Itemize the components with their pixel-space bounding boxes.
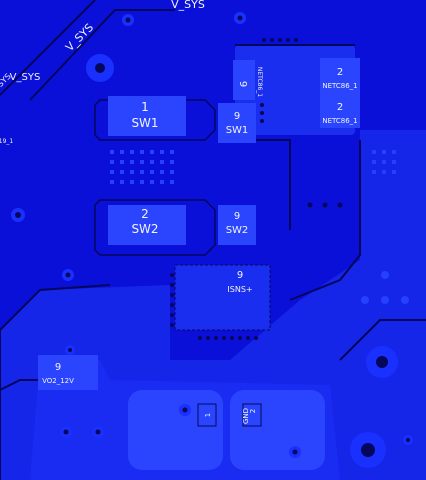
isns-label: ISNS+ bbox=[227, 285, 252, 294]
via-large-3-hole bbox=[361, 443, 375, 457]
trace-outline-left bbox=[0, 284, 111, 480]
netc86-vertical-label: NETC86_1 bbox=[256, 67, 263, 97]
vo2-number: 9 bbox=[55, 362, 61, 373]
sw1-pad-name: SW1 bbox=[131, 116, 158, 130]
via-left-2-hole bbox=[65, 272, 71, 278]
sw1-pad-number: 1 bbox=[141, 100, 149, 114]
via-bottom-4-hole bbox=[292, 449, 298, 455]
via-bottom-3-hole bbox=[182, 407, 188, 413]
isns-copper bbox=[174, 264, 271, 331]
netc86-a-number: 2 bbox=[337, 67, 343, 78]
sw1-right-name: SW1 bbox=[226, 125, 249, 136]
via-top-1-hole bbox=[125, 17, 131, 23]
connector-pad-1 bbox=[128, 390, 223, 470]
vo2-pad bbox=[38, 355, 98, 390]
trace-sw-link bbox=[255, 139, 291, 230]
via-large-2-hole bbox=[376, 356, 388, 368]
trace-netc86-down bbox=[289, 140, 361, 301]
netc86-right-pads bbox=[320, 58, 360, 128]
via-large-1-hole bbox=[95, 63, 105, 73]
connector-1-box bbox=[197, 403, 217, 427]
connector-gnd-label: GND bbox=[242, 408, 250, 424]
via-field-right bbox=[361, 150, 409, 304]
trace-left-lower bbox=[0, 379, 40, 391]
connector-pad-2 bbox=[230, 390, 325, 470]
via-field-center bbox=[110, 150, 174, 184]
sw2-pad-name: SW2 bbox=[131, 222, 158, 236]
sw2-pad bbox=[108, 205, 186, 245]
sw2-pad-number: 2 bbox=[141, 207, 149, 221]
via-left-1-hole bbox=[15, 212, 21, 218]
trace-right bbox=[339, 319, 426, 361]
netc86-b-label: NETC86_1 bbox=[322, 117, 357, 125]
via-bottom-1-hole bbox=[63, 429, 69, 435]
vo2-label: VO2_12V bbox=[42, 377, 74, 385]
sw2-right-name: SW2 bbox=[226, 225, 249, 236]
connector-1-number: 1 bbox=[204, 413, 212, 417]
board-edge-diagonal bbox=[0, 0, 96, 96]
via-bottom-2-hole bbox=[95, 429, 101, 435]
sw1-pad bbox=[108, 96, 186, 136]
sw2-right-number: 9 bbox=[234, 211, 240, 222]
sw1-right-pad bbox=[218, 103, 256, 143]
netc86-b-number: 2 bbox=[337, 102, 343, 113]
netc86-a-label: NETC86_1 bbox=[322, 82, 357, 90]
net-v-sys-left: V_SYS bbox=[10, 72, 41, 83]
sw2-right-pad bbox=[218, 205, 256, 245]
connector-2-number: 2 bbox=[249, 409, 257, 413]
connector-2-box bbox=[242, 403, 262, 427]
net-v-sys-top: V_SYS bbox=[171, 0, 205, 11]
via-top-2-hole bbox=[237, 15, 243, 21]
net-left-small: 19_1 bbox=[0, 138, 13, 145]
netc86-left-pad bbox=[233, 60, 255, 100]
via-vo2-hole bbox=[68, 348, 72, 352]
sw1-right-number: 9 bbox=[234, 111, 240, 122]
via-row-netc bbox=[260, 38, 343, 208]
trace-v-sys-top bbox=[29, 9, 175, 101]
via-right-edge-hole bbox=[406, 438, 410, 442]
via-row-isns bbox=[170, 273, 258, 340]
isns-number: 9 bbox=[237, 270, 243, 281]
netc86-left-number: 9 bbox=[237, 81, 248, 87]
